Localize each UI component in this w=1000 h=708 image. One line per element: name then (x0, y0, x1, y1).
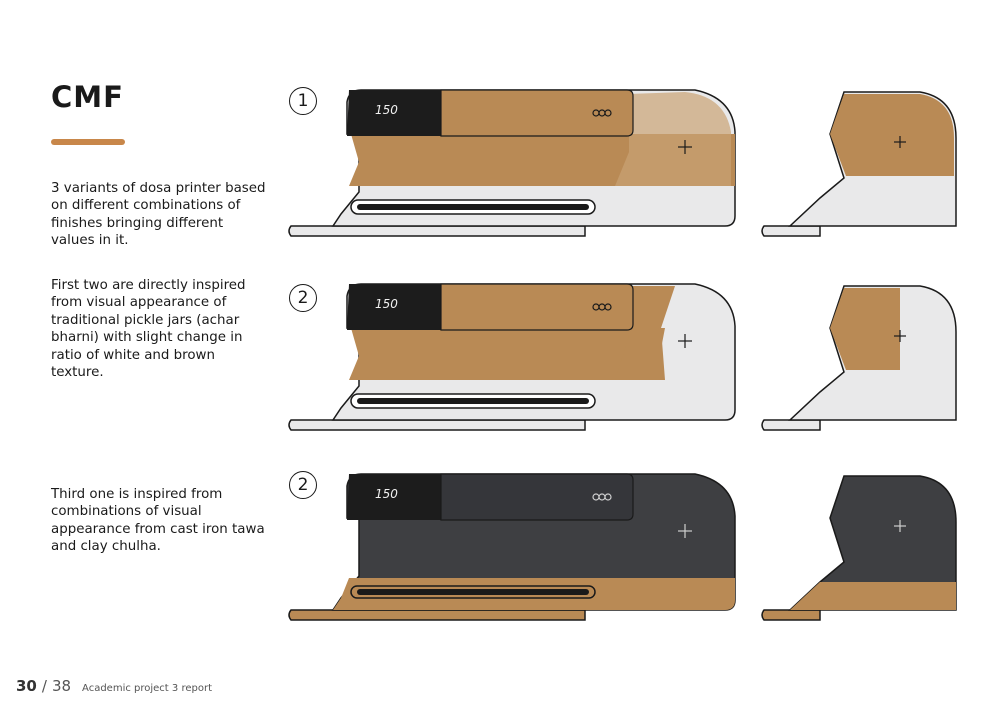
intro-paragraph: 3 variants of dosa printer based on diff… (51, 181, 266, 249)
title-accent-bar (51, 139, 125, 145)
variant-1-side-view (761, 91, 957, 237)
variant-number-3: 2 (289, 471, 317, 499)
display-panel (347, 90, 441, 136)
variant-1-front-view: 150 (288, 89, 736, 237)
display-readout: 150 (375, 103, 398, 117)
tray-base (288, 225, 586, 237)
third-variant-paragraph: Third one is inspired from combinations … (51, 487, 265, 555)
report-label: Academic project 3 report (82, 683, 212, 694)
page-footer: 30 / 38 Academic project 3 report (16, 677, 212, 695)
display-readout: 150 (375, 297, 398, 311)
variant-3-front-view: 150 (288, 473, 736, 621)
variant-number-1: 1 (289, 87, 317, 115)
page-title: CMF (51, 80, 124, 114)
page-separator: / (41, 677, 47, 695)
inspiration-paragraph: First two are directly inspired from vis… (51, 278, 246, 381)
lid-panel (440, 89, 634, 137)
variant-number-2: 2 (289, 284, 317, 312)
variant-2-side-view (761, 285, 957, 431)
variant-3-side-view (761, 475, 957, 621)
display-readout: 150 (375, 487, 398, 501)
page-total: 38 (51, 677, 72, 695)
dosa-slot (357, 204, 589, 210)
variant-2-front-view: 150 (288, 283, 736, 431)
page-number: 30 (16, 677, 37, 695)
